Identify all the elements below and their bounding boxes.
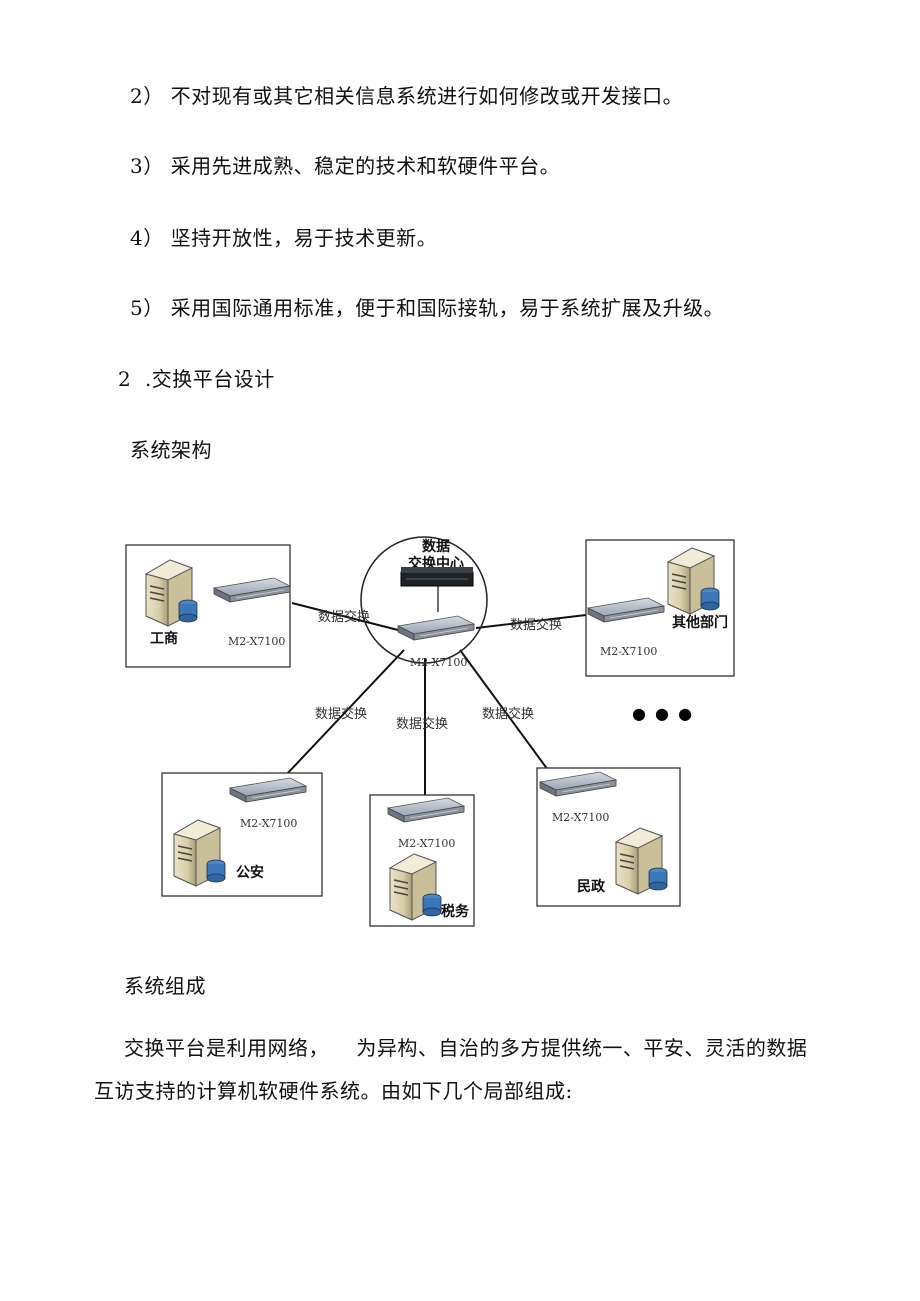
list-item-5: 5） 采用国际通用标准，便于和国际接轨，易于系统扩展及升级。 (130, 296, 725, 320)
server-icon-gongshang (145, 559, 198, 627)
list-item-3: 3） 采用先进成熟、稳定的技术和软硬件平台。 (130, 154, 561, 178)
node-label-shuiwu: 税务 (441, 903, 470, 920)
server-icon-shuiwu (389, 853, 442, 921)
server-icon-minzheng (615, 827, 668, 895)
device-label-other: M2-X7100 (600, 645, 657, 658)
server-icon-gongan (173, 819, 226, 887)
list-item-4: 4） 坚持开放性，易于技术更新。 (130, 226, 438, 250)
center-label-line1: 数据 (422, 538, 450, 555)
subheading-composition: 系统组成 (124, 974, 206, 998)
device-label-minzheng: M2-X7100 (552, 811, 609, 824)
center-switch-icon (397, 615, 475, 641)
server-icon-other (667, 547, 720, 615)
exchange-center-rack-icon (400, 567, 474, 587)
center-device-label: M2-X7100 (410, 656, 467, 669)
node-label-gongshang: 工商 (150, 630, 178, 647)
exchange-center-circle (360, 536, 488, 664)
device-label-gongshang: M2-X7100 (228, 635, 285, 648)
system-architecture-diagram: 数据 交换中心 M2-X7100 工商 M2-X7100 其他部门 M2-X71… (125, 536, 735, 927)
node-box-gongshang (125, 544, 291, 668)
node-label-gongan: 公安 (236, 864, 264, 881)
node-label-minzheng: 民政 (577, 878, 606, 895)
edge-label-minzheng: 数据交换 (482, 706, 534, 722)
device-label-shuiwu: M2-X7100 (398, 837, 455, 850)
section-heading: 2 .交换平台设计 (118, 367, 275, 391)
node-label-other: 其他部门 (672, 614, 728, 631)
edge-label-other: 数据交换 (510, 617, 562, 633)
list-item-2: 2） 不对现有或其它相关信息系统进行如何修改或开发接口。 (130, 84, 684, 108)
subheading-architecture: 系统架构 (130, 438, 212, 462)
paragraph-line-1: 交换平台是利用网络， 为异构、自治的多方提供统一、平安、灵活的数据 (124, 1036, 808, 1060)
ellipsis-more-nodes: ● ● ● (632, 704, 694, 723)
paragraph-line-2: 互访支持的计算机软硬件系统。由如下几个局部组成: (94, 1079, 573, 1103)
edge-label-shuiwu: 数据交换 (396, 716, 448, 732)
edge-label-gongshang: 数据交换 (318, 609, 370, 625)
device-label-gongan: M2-X7100 (240, 817, 297, 830)
edge-label-gongan: 数据交换 (315, 706, 367, 722)
